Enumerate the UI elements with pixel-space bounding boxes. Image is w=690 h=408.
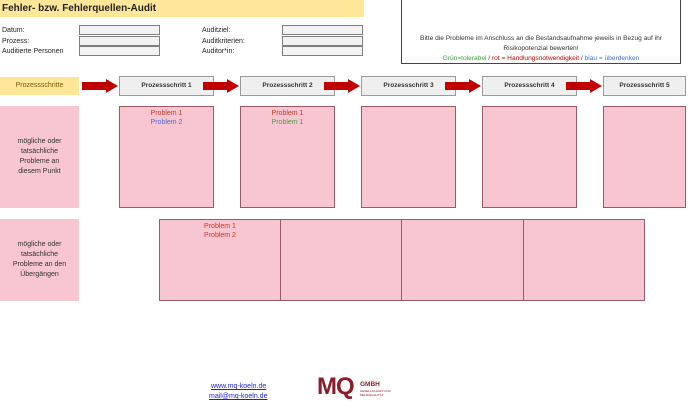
auditor-label: Auditor*in: <box>202 48 235 55</box>
audit-goal-label: Auditziel: <box>202 27 231 34</box>
problem-item: Problem 1 <box>150 110 183 117</box>
process-field[interactable] <box>79 36 160 46</box>
page-title: Fehler- bzw. Fehlerquellen-Audit <box>0 0 364 17</box>
legend-green: Grün=tolerabel <box>442 55 487 62</box>
arrow-right-icon <box>203 79 239 93</box>
process-step-3[interactable]: Prozessschritt 3 <box>361 76 456 96</box>
arrow-right-icon <box>82 79 118 93</box>
arrow-right-icon <box>445 79 481 93</box>
point-problem-box-3[interactable] <box>361 106 456 208</box>
point-problem-box-2[interactable]: Problem 1 Problem 1 <box>240 106 335 208</box>
audit-criteria-label: Auditkriterien: <box>202 38 245 45</box>
logo-tagline: GESELLSCHAFT FÜR MEHRQUALITÄT <box>360 389 391 397</box>
process-step-2[interactable]: Prozessschritt 2 <box>240 76 335 96</box>
audited-persons-label: Auditierte Personen <box>2 48 64 55</box>
arrow-right-icon <box>566 79 602 93</box>
legend-blue: blau = überdenken <box>584 55 640 62</box>
date-field[interactable] <box>79 25 160 35</box>
instruction-box: Bitte die Probleme im Anschluss an die B… <box>401 0 681 64</box>
point-problem-box-5[interactable] <box>603 106 686 208</box>
problem-item: Problem 1 <box>271 119 304 126</box>
transition-problem-box-4[interactable] <box>523 219 645 301</box>
process-step-1[interactable]: Prozessschritt 1 <box>119 76 214 96</box>
point-problem-box-1[interactable]: Problem 1 Problem 2 <box>119 106 214 208</box>
process-step-4[interactable]: Prozessschritt 4 <box>482 76 577 96</box>
website-link[interactable]: www.mq-koeln.de <box>211 383 267 390</box>
email-link[interactable]: mail@mq-koeln.de <box>209 393 268 400</box>
process-label: Prozess: <box>2 38 30 45</box>
transition-problem-box-2[interactable] <box>280 219 402 301</box>
problem-item: Problem 1 <box>204 223 236 230</box>
logo-mark: MQ <box>317 373 355 400</box>
transition-problem-box-3[interactable] <box>401 219 524 301</box>
risk-legend: Grün=tolerabel / rot = Handlungsnotwendi… <box>442 55 640 62</box>
point-problem-box-4[interactable] <box>482 106 577 208</box>
date-label: Datum: <box>2 27 25 34</box>
company-logo: MQ GMBH GESELLSCHAFT FÜR MEHRQUALITÄT <box>317 374 417 404</box>
point-problems-label: mögliche oder tatsächliche Probleme an d… <box>0 106 79 208</box>
instruction-text: Bitte die Probleme im Anschluss an die B… <box>420 35 662 52</box>
process-row-label: Prozessschritte <box>0 77 79 95</box>
problem-item: Problem 2 <box>204 232 236 239</box>
transition-problem-box-1[interactable]: Problem 1 Problem 2 <box>159 219 281 301</box>
logo-gmbh: GMBH <box>360 381 380 388</box>
audit-criteria-field[interactable] <box>282 36 363 46</box>
process-step-5[interactable]: Prozessschritt 5 <box>603 76 686 96</box>
auditor-field[interactable] <box>282 46 363 56</box>
problem-item: Problem 2 <box>150 119 183 126</box>
arrow-right-icon <box>324 79 360 93</box>
audit-goal-field[interactable] <box>282 25 363 35</box>
audited-persons-field[interactable] <box>79 46 160 56</box>
problem-item: Problem 1 <box>271 110 304 117</box>
transition-problems-label: mögliche oder tatsächliche Probleme an d… <box>0 219 79 301</box>
legend-red: rot = Handlungsnotwendigkeit <box>491 55 580 62</box>
